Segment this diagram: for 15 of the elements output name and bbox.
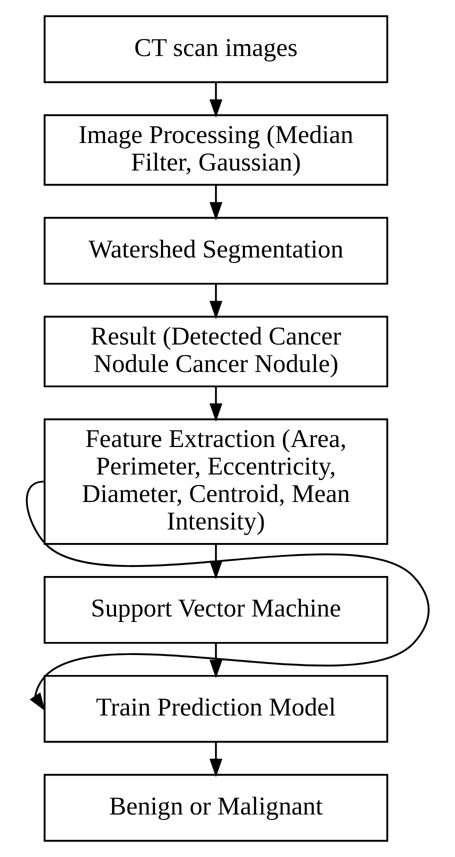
arrow bbox=[210, 642, 222, 678]
node-box: Result (Detected Cancer Nodule Cancer Nodule) bbox=[44, 316, 388, 388]
node-box: Feature Extraction (Area, Perimeter, Eccentricity, Diameter, Centroid, Mean Intensity) bbox=[44, 418, 388, 545]
arrow bbox=[210, 742, 222, 778]
arrow bbox=[210, 185, 222, 221]
node-box: Benign or Malignant bbox=[44, 774, 388, 842]
node-box: Watershed Segmentation bbox=[44, 216, 388, 285]
arrow bbox=[210, 284, 222, 320]
arrow bbox=[210, 386, 222, 422]
arrow bbox=[210, 82, 222, 118]
node-box: Train Prediction Model bbox=[44, 674, 388, 743]
node-box: CT scan images bbox=[44, 15, 388, 84]
arrow bbox=[26, 480, 430, 712]
node-box: Support Vector Machine bbox=[44, 576, 388, 644]
node-box: Image Processing (Median Filter, Gaussian) bbox=[44, 114, 388, 186]
